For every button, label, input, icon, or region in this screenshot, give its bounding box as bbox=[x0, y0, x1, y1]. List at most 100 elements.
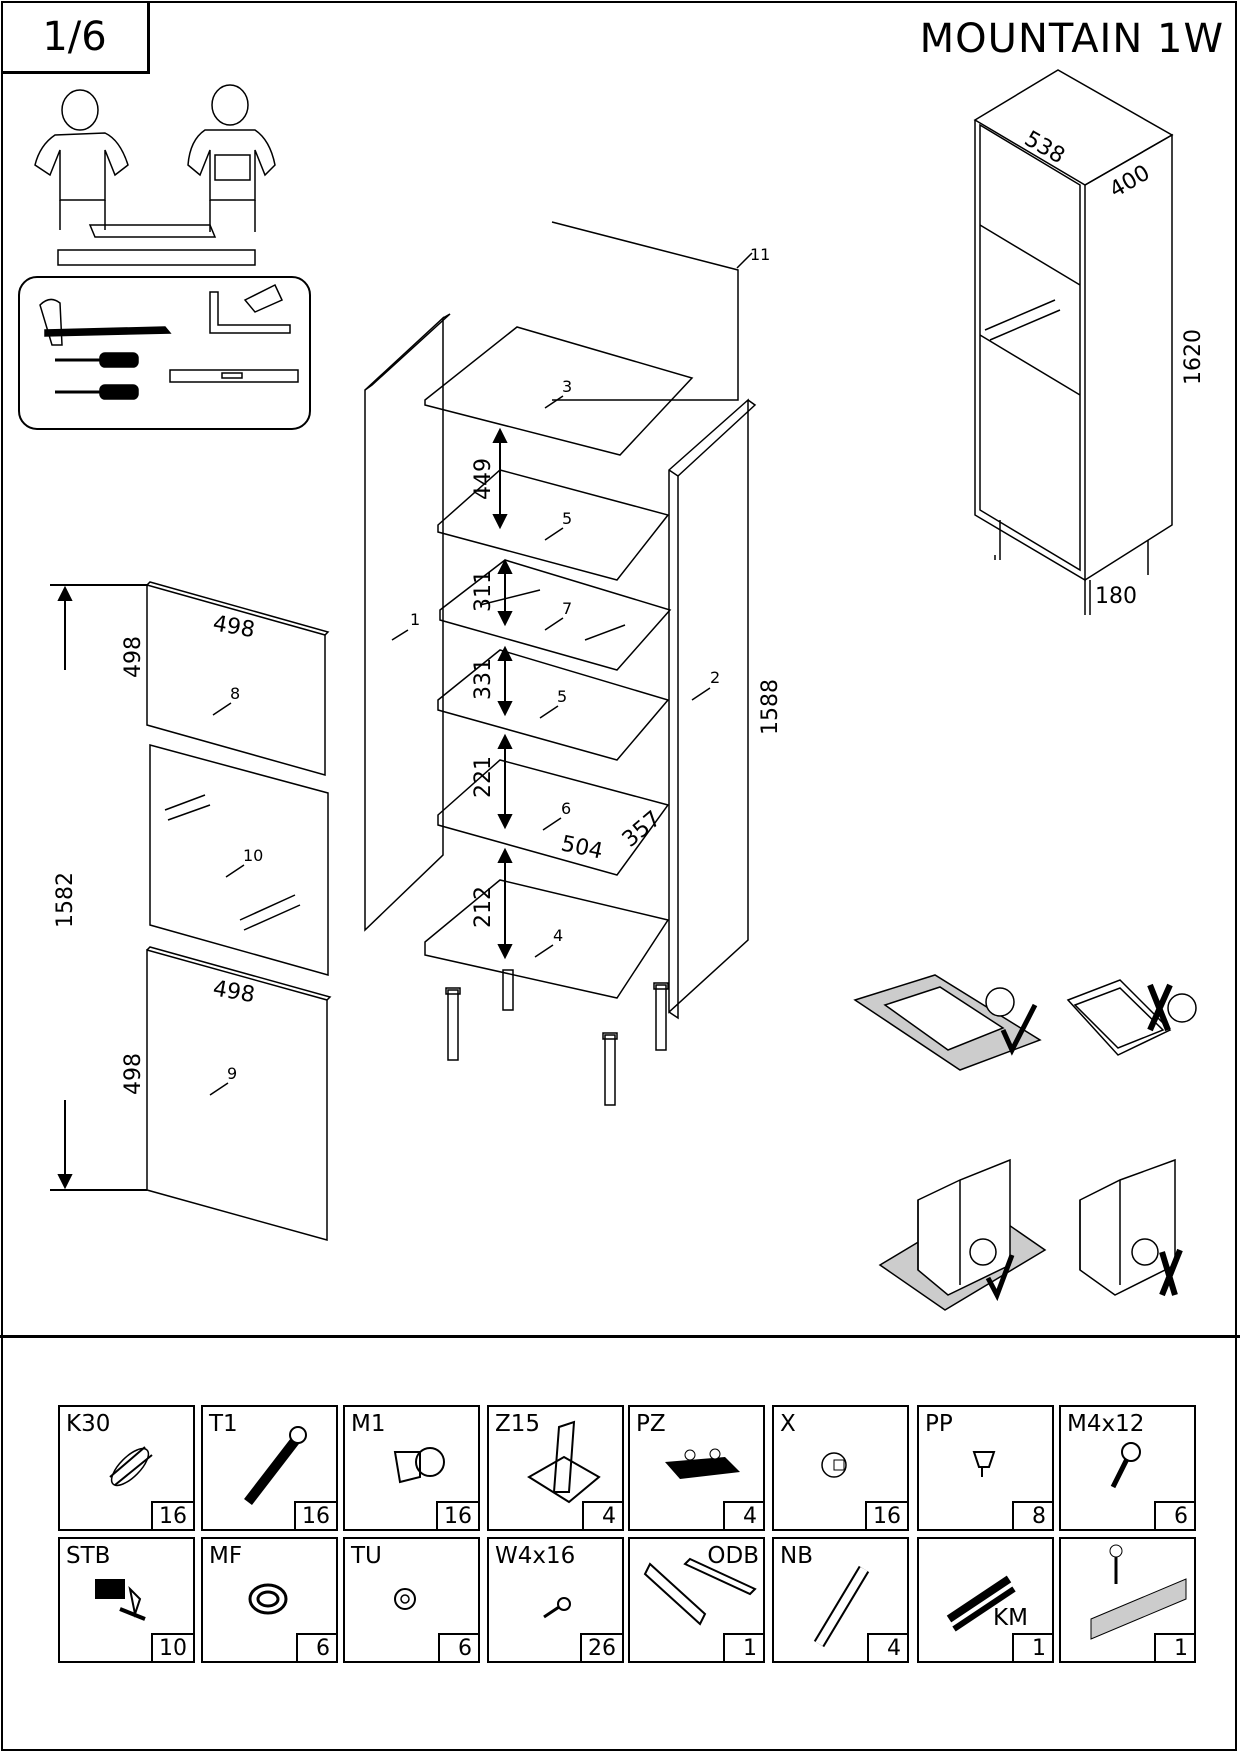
part-label-6: 6 bbox=[561, 799, 571, 818]
hardware-item: K30 16 bbox=[58, 1405, 195, 1531]
part-label-7: 7 bbox=[562, 599, 572, 618]
gap-221: 221 bbox=[471, 756, 496, 798]
hardware-quantity: 16 bbox=[294, 1501, 336, 1529]
hardware-code: NB bbox=[780, 1543, 813, 1569]
hardware-code: PZ bbox=[636, 1411, 666, 1437]
product-title: MOUNTAIN 1W bbox=[919, 16, 1224, 62]
hardware-quantity: 10 bbox=[151, 1633, 193, 1661]
hardware-code: W4x16 bbox=[495, 1543, 576, 1569]
gap-449: 449 bbox=[471, 458, 496, 500]
part-label-5b: 5 bbox=[557, 687, 567, 706]
hardware-quantity: 16 bbox=[436, 1501, 478, 1529]
right-side-panel bbox=[668, 398, 749, 1014]
hardware-quantity: 8 bbox=[1012, 1501, 1052, 1529]
floor-protection-illustrations bbox=[853, 974, 1197, 1311]
part-label-9: 9 bbox=[227, 1064, 237, 1083]
left-side-panel bbox=[364, 316, 444, 932]
shelf-3 bbox=[424, 326, 694, 456]
cabinet-legs bbox=[445, 969, 669, 1106]
part-label-1: 1 bbox=[410, 610, 420, 629]
hardware-item: TU 6 bbox=[343, 1537, 480, 1663]
sad-face-icon bbox=[1167, 993, 1197, 1023]
hardware-code: Z15 bbox=[495, 1411, 541, 1437]
hardware-code: X bbox=[780, 1411, 796, 1437]
wall-fixing-icon bbox=[1090, 1544, 1187, 1640]
gap-311: 311 bbox=[471, 570, 496, 612]
small-screw-icon bbox=[543, 1597, 571, 1619]
overview-height: 1620 bbox=[1181, 329, 1206, 385]
hardware-code: K30 bbox=[66, 1411, 111, 1437]
spring-icon bbox=[248, 1583, 288, 1615]
door-top bbox=[146, 584, 326, 776]
happy-face-icon bbox=[985, 987, 1015, 1017]
hardware-item: 1 bbox=[1059, 1537, 1196, 1663]
shelf-support-icon bbox=[972, 1451, 996, 1477]
part-label-3: 3 bbox=[562, 377, 572, 396]
part-label-4: 4 bbox=[553, 926, 563, 945]
shelf-7 bbox=[439, 559, 672, 671]
happy-face-icon bbox=[969, 1238, 997, 1266]
hardware-quantity: 4 bbox=[867, 1633, 907, 1661]
hardware-quantity: 4 bbox=[723, 1501, 763, 1529]
hardware-quantity: 16 bbox=[151, 1501, 193, 1529]
hardware-item: PZ 4 bbox=[628, 1405, 765, 1531]
hardware-code: MF bbox=[209, 1543, 243, 1569]
part-label-10: 10 bbox=[243, 846, 263, 865]
hardware-quantity: 1 bbox=[1012, 1633, 1052, 1661]
hardware-quantity: 1 bbox=[1154, 1633, 1194, 1661]
hardware-quantity: 6 bbox=[438, 1633, 478, 1661]
door-top-height: 498 bbox=[121, 636, 146, 678]
shelf-4 bbox=[424, 879, 670, 999]
cross-icon bbox=[1159, 1248, 1183, 1297]
hardware-code: M4x12 bbox=[1067, 1411, 1145, 1437]
door-bottom-height: 498 bbox=[121, 1053, 146, 1095]
shelf-6 bbox=[437, 759, 670, 876]
part-label-5a: 5 bbox=[562, 509, 572, 528]
shelf-depth: 357 bbox=[618, 806, 666, 852]
door-glass bbox=[149, 744, 329, 976]
gap-212: 212 bbox=[471, 886, 496, 928]
anchor-icon bbox=[946, 1575, 1016, 1632]
cam-lock-icon bbox=[393, 1447, 445, 1484]
overview-leg: 180 bbox=[1095, 584, 1137, 609]
check-icon bbox=[1000, 1003, 1038, 1056]
hardware-quantity: 4 bbox=[582, 1501, 622, 1529]
door-top-width: 498 bbox=[211, 611, 257, 643]
leg-icon bbox=[813, 1565, 870, 1648]
hardware-code: TU bbox=[351, 1543, 382, 1569]
screw-icon bbox=[1110, 1442, 1141, 1489]
screw-block-icon bbox=[95, 1579, 146, 1621]
hardware-item: STB 10 bbox=[58, 1537, 195, 1663]
dowel-icon bbox=[109, 1446, 153, 1487]
part-label-11: 11 bbox=[750, 245, 770, 264]
shelf-width: 504 bbox=[559, 831, 605, 864]
pin-icon bbox=[821, 1452, 847, 1478]
hardware-code: T1 bbox=[209, 1411, 238, 1437]
door-bottom-width: 498 bbox=[211, 976, 257, 1008]
cabinet-height: 1588 bbox=[758, 679, 783, 735]
hardware-item: NB 4 bbox=[772, 1537, 909, 1663]
hardware-item: T1 16 bbox=[201, 1405, 338, 1531]
hardware-code: PP bbox=[925, 1411, 953, 1437]
door-bottom bbox=[146, 949, 328, 1241]
hardware-code: STB bbox=[66, 1543, 111, 1569]
bolt-icon bbox=[244, 1426, 307, 1506]
hardware-item: X 16 bbox=[772, 1405, 909, 1531]
tools-icon bbox=[39, 283, 299, 400]
page-number: 1/6 bbox=[2, 2, 150, 74]
door-total-height: 1582 bbox=[53, 872, 78, 928]
hardware-item: PP 8 bbox=[917, 1405, 1054, 1531]
hinge-plate-icon bbox=[665, 1448, 740, 1479]
check-icon bbox=[985, 1254, 1015, 1302]
hardware-item: M1 16 bbox=[343, 1405, 480, 1531]
hardware-code: M1 bbox=[351, 1411, 386, 1437]
section-divider bbox=[0, 1335, 1240, 1338]
shelf-5b bbox=[437, 649, 670, 761]
hardware-quantity: 16 bbox=[865, 1501, 907, 1529]
hinge-icon bbox=[527, 1420, 601, 1504]
